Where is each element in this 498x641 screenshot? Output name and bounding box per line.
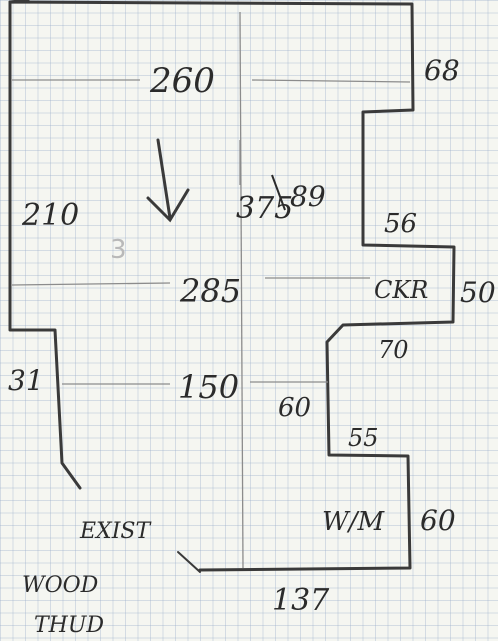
guide-line-260-right xyxy=(251,79,411,83)
direction-arrow-icon xyxy=(146,138,190,223)
dim-height-main: 375 xyxy=(236,191,293,226)
dim-height-upper-left: 210 xyxy=(21,198,79,233)
dim-step-60-right: 60 xyxy=(420,504,456,537)
label-wm: W/M xyxy=(322,507,385,537)
dim-step-50: 50 xyxy=(460,276,496,309)
guide-line-285-left xyxy=(11,282,171,286)
dim-lower-width: 150 xyxy=(178,368,239,406)
label-exist: EXIST xyxy=(79,519,152,544)
dim-height-main-corrected: 89 xyxy=(290,180,326,213)
dim-left-31: 31 xyxy=(8,364,44,397)
dim-step-top-right: 68 xyxy=(424,54,460,87)
door-mark xyxy=(177,551,201,573)
dim-step-56: 56 xyxy=(384,209,417,239)
pencil-mark: 3 xyxy=(110,235,127,265)
wall-corner-top-left xyxy=(8,0,30,4)
correction-strike xyxy=(271,174,286,211)
room-outline xyxy=(8,0,456,572)
dim-mid-width: 285 xyxy=(179,272,241,310)
dim-step-70: 70 xyxy=(378,336,409,364)
label-thud: THUD xyxy=(34,613,104,638)
label-ckr: CKR xyxy=(374,276,428,304)
dim-top-width: 260 xyxy=(149,61,215,101)
dim-bottom-width: 137 xyxy=(272,583,330,618)
dim-step-60-mid: 60 xyxy=(278,393,311,423)
guide-line-vertical xyxy=(239,11,244,569)
label-wood: WOOD xyxy=(22,573,99,598)
dim-step-55: 55 xyxy=(348,424,379,452)
